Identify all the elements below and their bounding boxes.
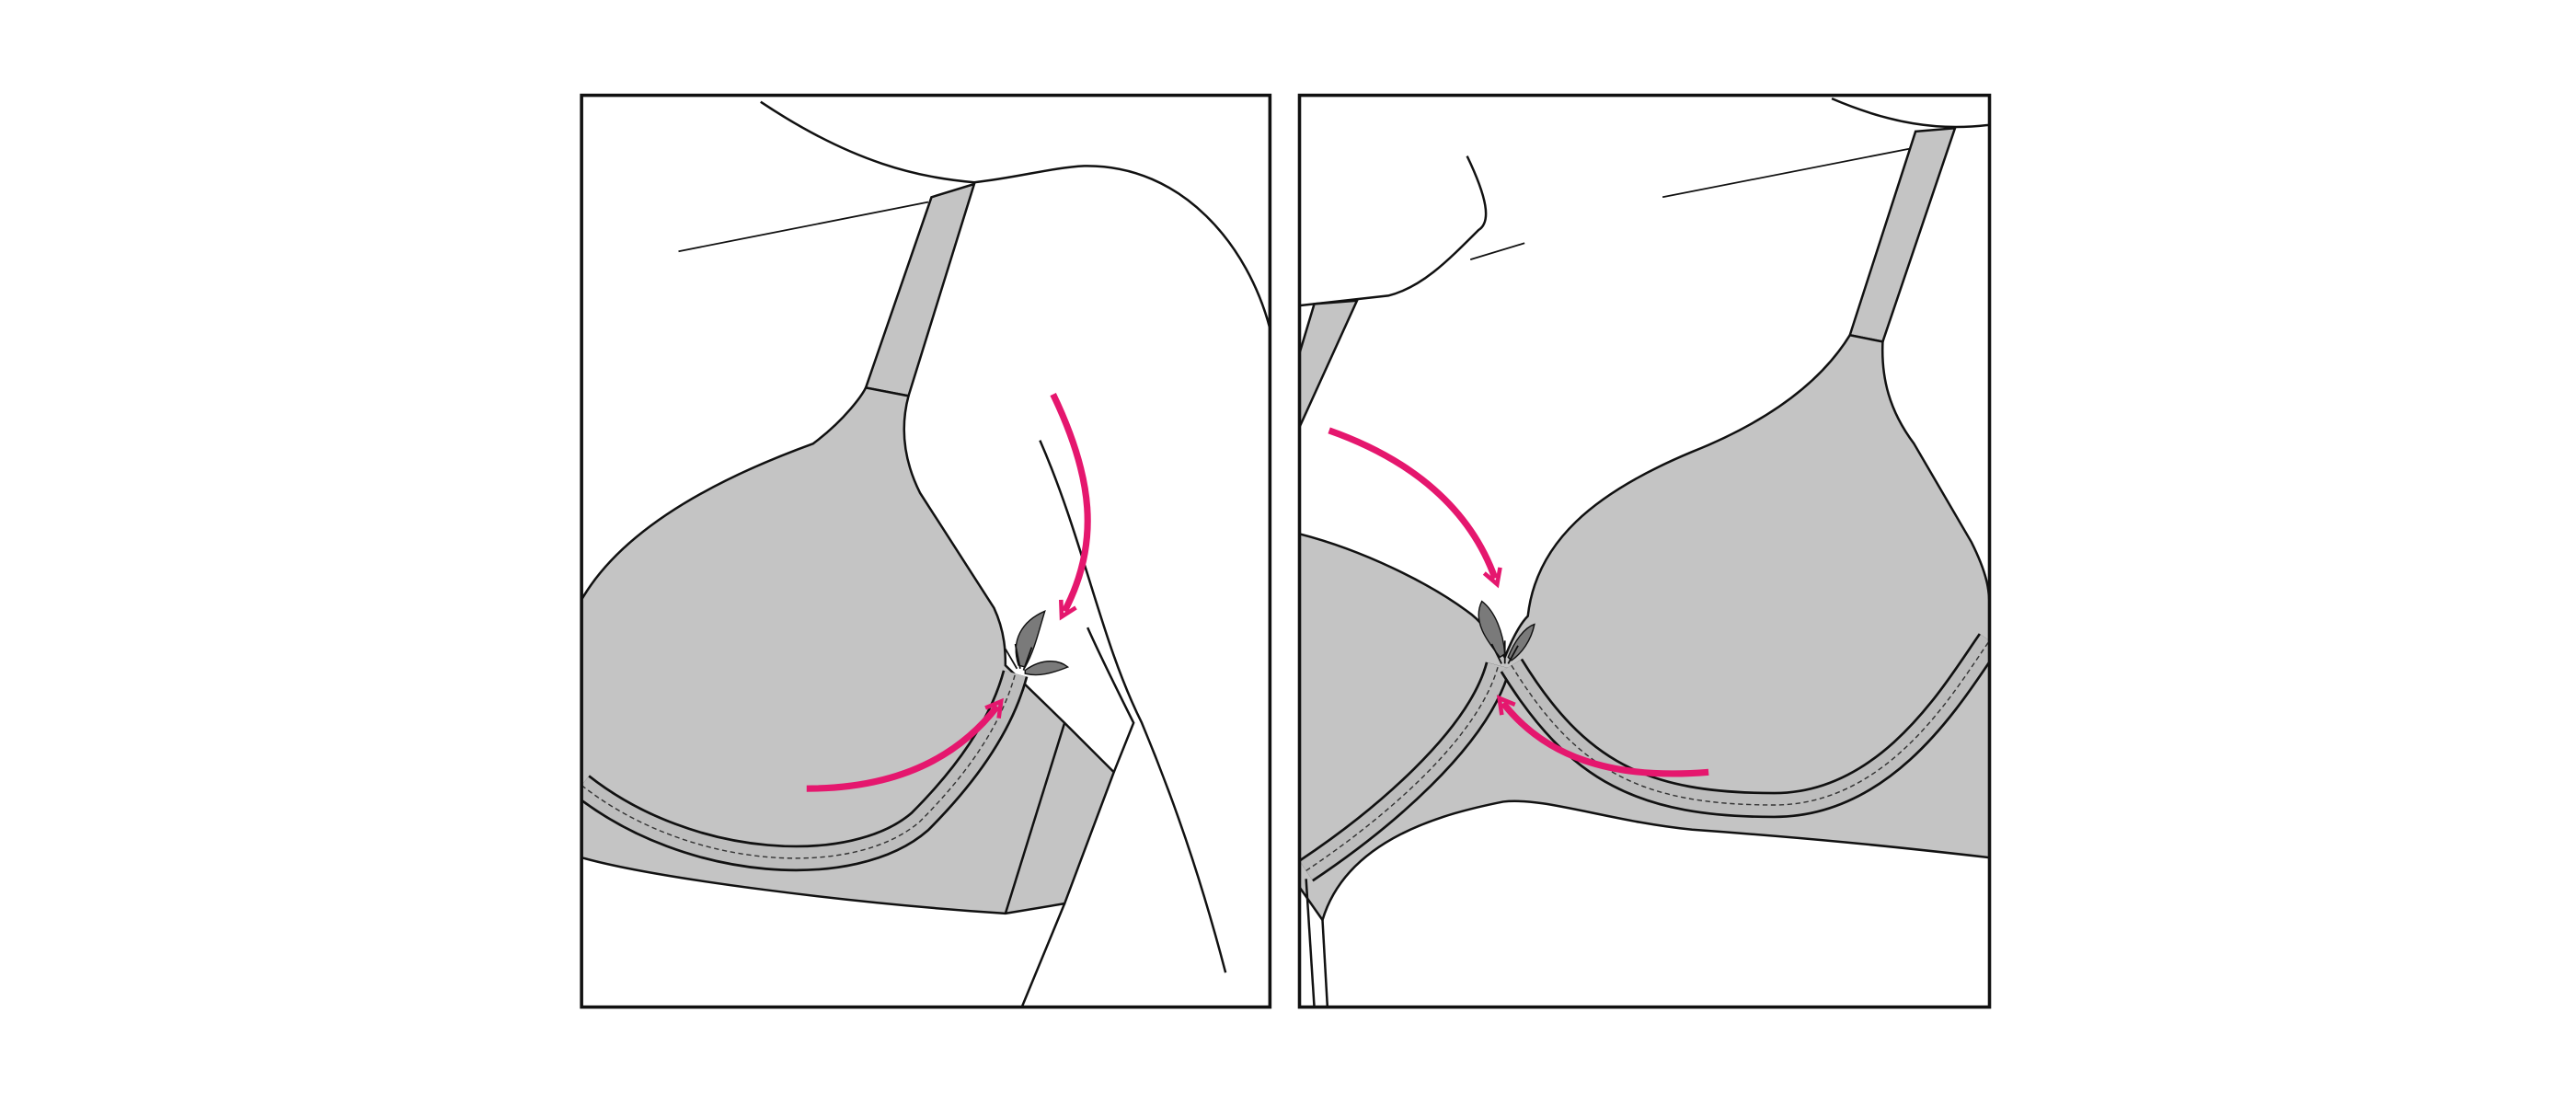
collarbone-line xyxy=(1662,146,1915,199)
cup xyxy=(581,386,1116,915)
shoulder-arm-outline xyxy=(760,100,1271,329)
strap xyxy=(864,182,976,397)
underwire-band xyxy=(1299,633,1990,882)
cups xyxy=(1299,333,1990,923)
panel-front-view xyxy=(1299,97,1990,1007)
arrow-down xyxy=(1328,427,1502,589)
arrow-down xyxy=(1050,393,1091,621)
collarbone-line xyxy=(678,201,929,253)
panel-side-view xyxy=(581,100,1271,1007)
neck-outline xyxy=(1299,155,1488,307)
right-strap xyxy=(1848,126,1957,343)
bow-icon xyxy=(1005,610,1070,676)
arm-line xyxy=(1039,440,1227,973)
left-strap xyxy=(1299,299,1360,428)
bow-icon xyxy=(1478,600,1535,664)
arrow-up xyxy=(806,697,1004,792)
arrow-up xyxy=(1496,695,1709,777)
shoulder-outline xyxy=(1831,97,1990,129)
panel-front-frame xyxy=(1297,93,1992,1009)
panel-side-frame xyxy=(580,93,1272,1009)
